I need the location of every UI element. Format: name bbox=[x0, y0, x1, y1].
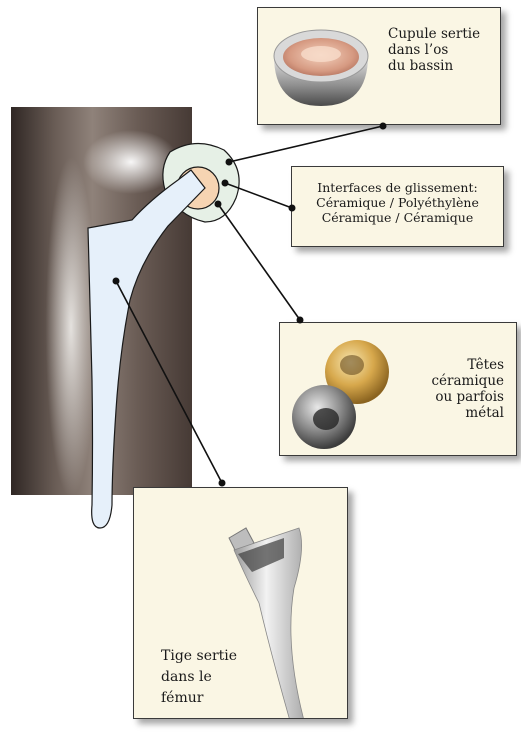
leader-dot bbox=[222, 180, 229, 187]
femoral-stem-shape bbox=[88, 170, 205, 528]
leader-dot bbox=[226, 159, 233, 166]
leader-line-cupule bbox=[229, 126, 383, 162]
leader-dot bbox=[219, 480, 226, 487]
leader-line-tige bbox=[116, 281, 222, 483]
leader-dot bbox=[297, 317, 304, 324]
leader-dot bbox=[113, 278, 120, 285]
leader-dot bbox=[380, 123, 387, 130]
leader-dot bbox=[289, 205, 296, 212]
leader-line-tetes bbox=[218, 204, 300, 320]
leader-dot bbox=[215, 201, 222, 208]
